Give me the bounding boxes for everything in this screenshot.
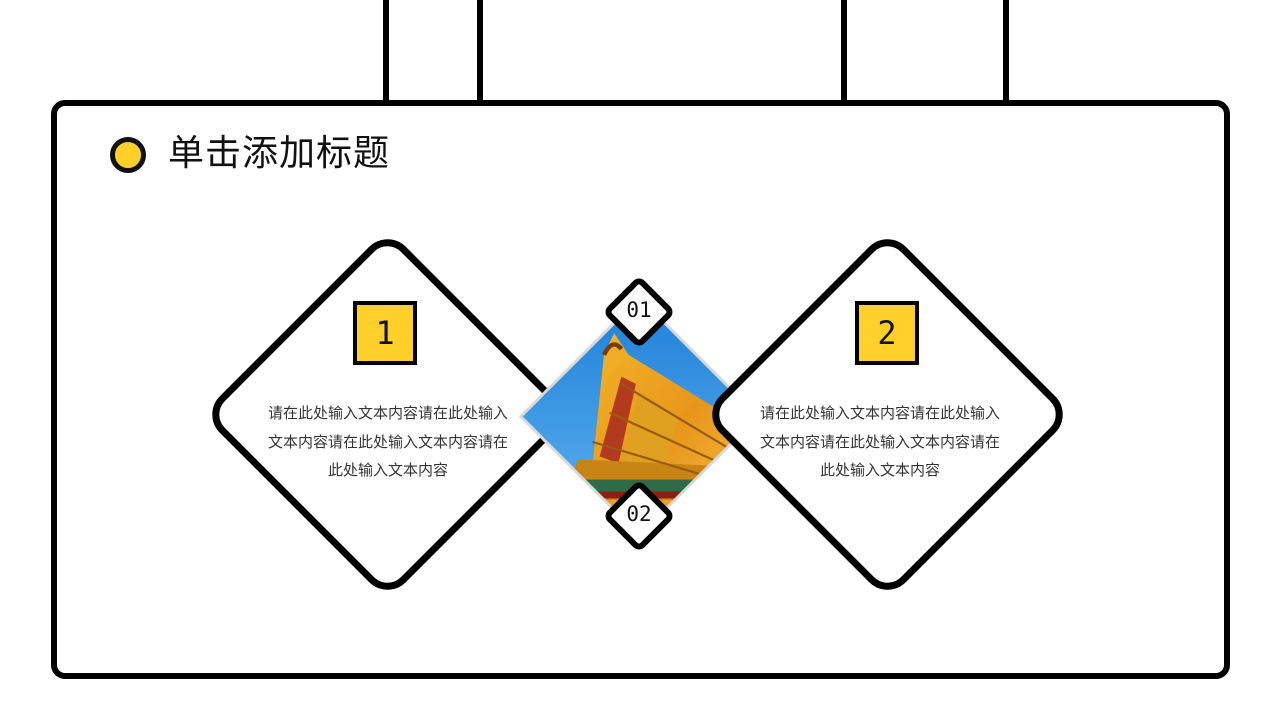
item-2-text[interactable]: 请在此处输入文本内容请在此处输入文本内容请在此处输入文本内容请在此处输入文本内容 — [760, 404, 1001, 479]
number-badge-1: 1 — [353, 301, 417, 365]
hanging-line — [1003, 0, 1009, 106]
hanging-line — [383, 0, 389, 106]
title-bullet-dot — [110, 137, 146, 173]
item-1-text[interactable]: 请在此处输入文本内容请在此处输入文本内容请在此处输入文本内容请在此处输入文本内容 — [268, 404, 509, 479]
slide-title[interactable]: 单击添加标题 — [168, 133, 391, 174]
hanging-line — [477, 0, 483, 106]
marker-02-label: 02 — [626, 502, 652, 526]
number-badge-2: 2 — [855, 301, 919, 365]
hanging-line — [841, 0, 847, 106]
marker-01-label: 01 — [626, 298, 652, 322]
